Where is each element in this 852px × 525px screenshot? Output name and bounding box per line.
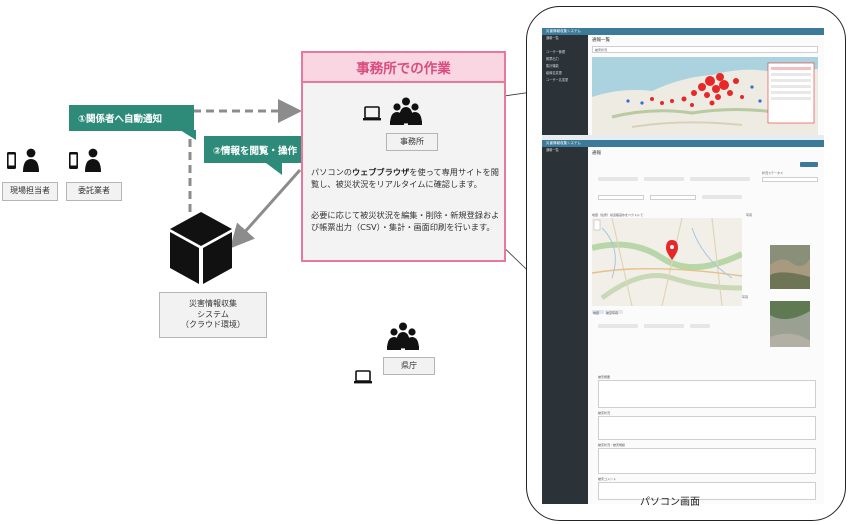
memo-field-1[interactable] <box>598 380 816 408</box>
field-staff-label: 現場担当者 <box>10 186 50 196</box>
group-icon <box>390 97 422 125</box>
app-title-1: 災害情報収集システム <box>546 29 581 33</box>
status-select[interactable] <box>762 177 818 182</box>
overview-map[interactable] <box>592 57 818 135</box>
memo-field-2[interactable] <box>598 416 816 440</box>
tab-map-label: 地図 <box>593 310 600 315</box>
photo-1[interactable] <box>762 245 818 289</box>
detail-field-4 <box>702 195 742 199</box>
system-label-1: 災害情報収集 <box>189 298 237 308</box>
browse-tag-label: ②情報を閲覧・操作 <box>213 145 298 157</box>
detail-select-1[interactable] <box>598 195 644 200</box>
detail-field-7 <box>690 324 710 328</box>
person-icon <box>23 148 39 172</box>
office-paragraph-2: 必要に応じて被災状況を編集・削除・新規登録および帳票出力（CSV）・集計・画面印… <box>311 210 500 232</box>
sidebar-item-org[interactable]: 組織名変更 <box>546 71 562 75</box>
detail-field-2 <box>644 177 684 181</box>
photo-section-label: 写真 <box>746 213 753 217</box>
screen-main-2: 通報 状況ステータス 地図（住所）県道路冠水をベクトルで 写真 <box>588 147 824 504</box>
detail-field-3 <box>690 177 750 181</box>
sidebar-item-blank <box>542 42 588 49</box>
system-label-3: （クラウド環境） <box>181 320 245 330</box>
paragraph1-bold: ウェブブラウザ <box>351 167 410 177</box>
person-icon <box>85 148 101 172</box>
tab-map[interactable]: 地図 <box>592 310 604 315</box>
smartphone-icon <box>7 152 16 169</box>
memo-field-4[interactable] <box>598 482 816 500</box>
notify-dashed-arrow <box>188 99 302 212</box>
laptop-icon <box>354 370 372 384</box>
sidebar-item-list[interactable]: 通報一覧 <box>546 36 559 40</box>
field-staff-icons <box>7 148 39 172</box>
office-panel-header: 事務所での作業 <box>303 53 504 83</box>
sidebar-item-list-2[interactable]: 通報一覧 <box>546 148 559 152</box>
smartphone-icon <box>69 152 78 169</box>
notify-tag: ①関係者へ自動通知 <box>69 105 194 131</box>
memo-field-3[interactable] <box>598 448 816 474</box>
sidebar-item-username[interactable]: ユーザー名変更 <box>546 78 569 82</box>
filter-select[interactable]: 被害状況 <box>592 46 818 53</box>
screen-main-1: 通報一覧 被害状況 <box>588 35 824 135</box>
detail-field-1 <box>598 177 638 181</box>
office-label: 事務所 <box>400 136 424 146</box>
detail-title: 通報 <box>592 151 601 156</box>
app-title-2: 災害情報収集システム <box>546 141 581 145</box>
map-pin-icon <box>666 240 678 260</box>
prefecture-label: 県庁 <box>401 360 417 370</box>
status-label: 状況ステータス <box>762 171 784 175</box>
office-panel: 事務所での作業 事務所 パソコンのウェブブラウザを使って専用サイトを閲覧し、被災… <box>301 51 506 262</box>
memo-label-4: 被害コメント <box>598 477 617 481</box>
memo-label-1: 被害概要 <box>598 375 611 379</box>
contractor-box: 委託業者 <box>66 182 122 201</box>
office-box: 事務所 <box>386 133 438 151</box>
screen-sidebar-2: 通報一覧 <box>542 147 588 504</box>
prefecture-box: 県庁 <box>383 357 435 375</box>
notify-tag-label: ①関係者へ自動通知 <box>78 114 163 125</box>
paragraph1-part-a: パソコンの <box>311 167 352 177</box>
office-paragraph-1: パソコンのウェブブラウザを使って専用サイトを閲覧し、被災状況をリアルタイムに確認… <box>311 167 501 191</box>
filter-label: 被害状況 <box>595 48 608 52</box>
map-section-label: 地図（住所）県道路冠水をベクトルで <box>592 213 644 217</box>
detail-field-5 <box>598 324 638 328</box>
detail-field-6 <box>644 324 684 328</box>
sidebar-item-aggregate[interactable]: 集計機能 <box>546 64 559 68</box>
field-staff-box: 現場担当者 <box>2 182 58 201</box>
photo-2[interactable] <box>762 301 818 347</box>
screen-topbar-1: 災害情報収集システム <box>542 28 824 35</box>
list-title: 通報一覧 <box>592 38 610 43</box>
sidebar-item-report[interactable]: 帳票出力 <box>546 57 559 61</box>
notify-tag-tail <box>180 130 196 140</box>
cube-icon <box>170 212 232 284</box>
back-button[interactable] <box>800 162 818 167</box>
laptop-icon <box>363 106 381 121</box>
contractor-icons <box>69 148 101 172</box>
browse-arrow <box>230 169 302 249</box>
tab-aerial[interactable]: 航空写真 <box>605 310 623 315</box>
paragraph1-part-b: を使って専用サイトを閲覧し、被災状況をリアルタイムに確認します。 <box>311 167 499 189</box>
detail-select-2[interactable] <box>650 195 696 200</box>
system-label-2: システム <box>197 309 229 319</box>
browse-tag-tail <box>266 163 282 175</box>
contractor-label: 委託業者 <box>78 186 110 196</box>
screen-topbar-2: 災害情報収集システム <box>542 140 824 147</box>
detail-map[interactable] <box>592 218 742 306</box>
screen-sidebar-1: 通報一覧 ユーザー管理 帳票出力 集計機能 組織名変更 ユーザー名変更 <box>542 35 588 135</box>
screen-caption: パソコン画面 <box>640 497 700 508</box>
system-box: 災害情報収集 システム （クラウド環境） <box>159 292 267 338</box>
tab-aerial-label: 航空写真 <box>606 310 619 315</box>
sidebar-item-users[interactable]: ユーザー管理 <box>546 50 566 54</box>
prefecture-group-icon <box>387 322 419 350</box>
photo-section-label-2: 写真 <box>742 295 749 299</box>
pc-screen: 災害情報収集システム 通報一覧 ユーザー管理 帳票出力 集計機能 組織名変更 ユ… <box>542 28 824 504</box>
memo-label-3: 被害状況・被害規模 <box>598 443 626 447</box>
memo-label-2: 被害状況 <box>598 411 611 415</box>
office-icons <box>363 97 422 125</box>
office-panel-title: 事務所での作業 <box>356 61 451 77</box>
